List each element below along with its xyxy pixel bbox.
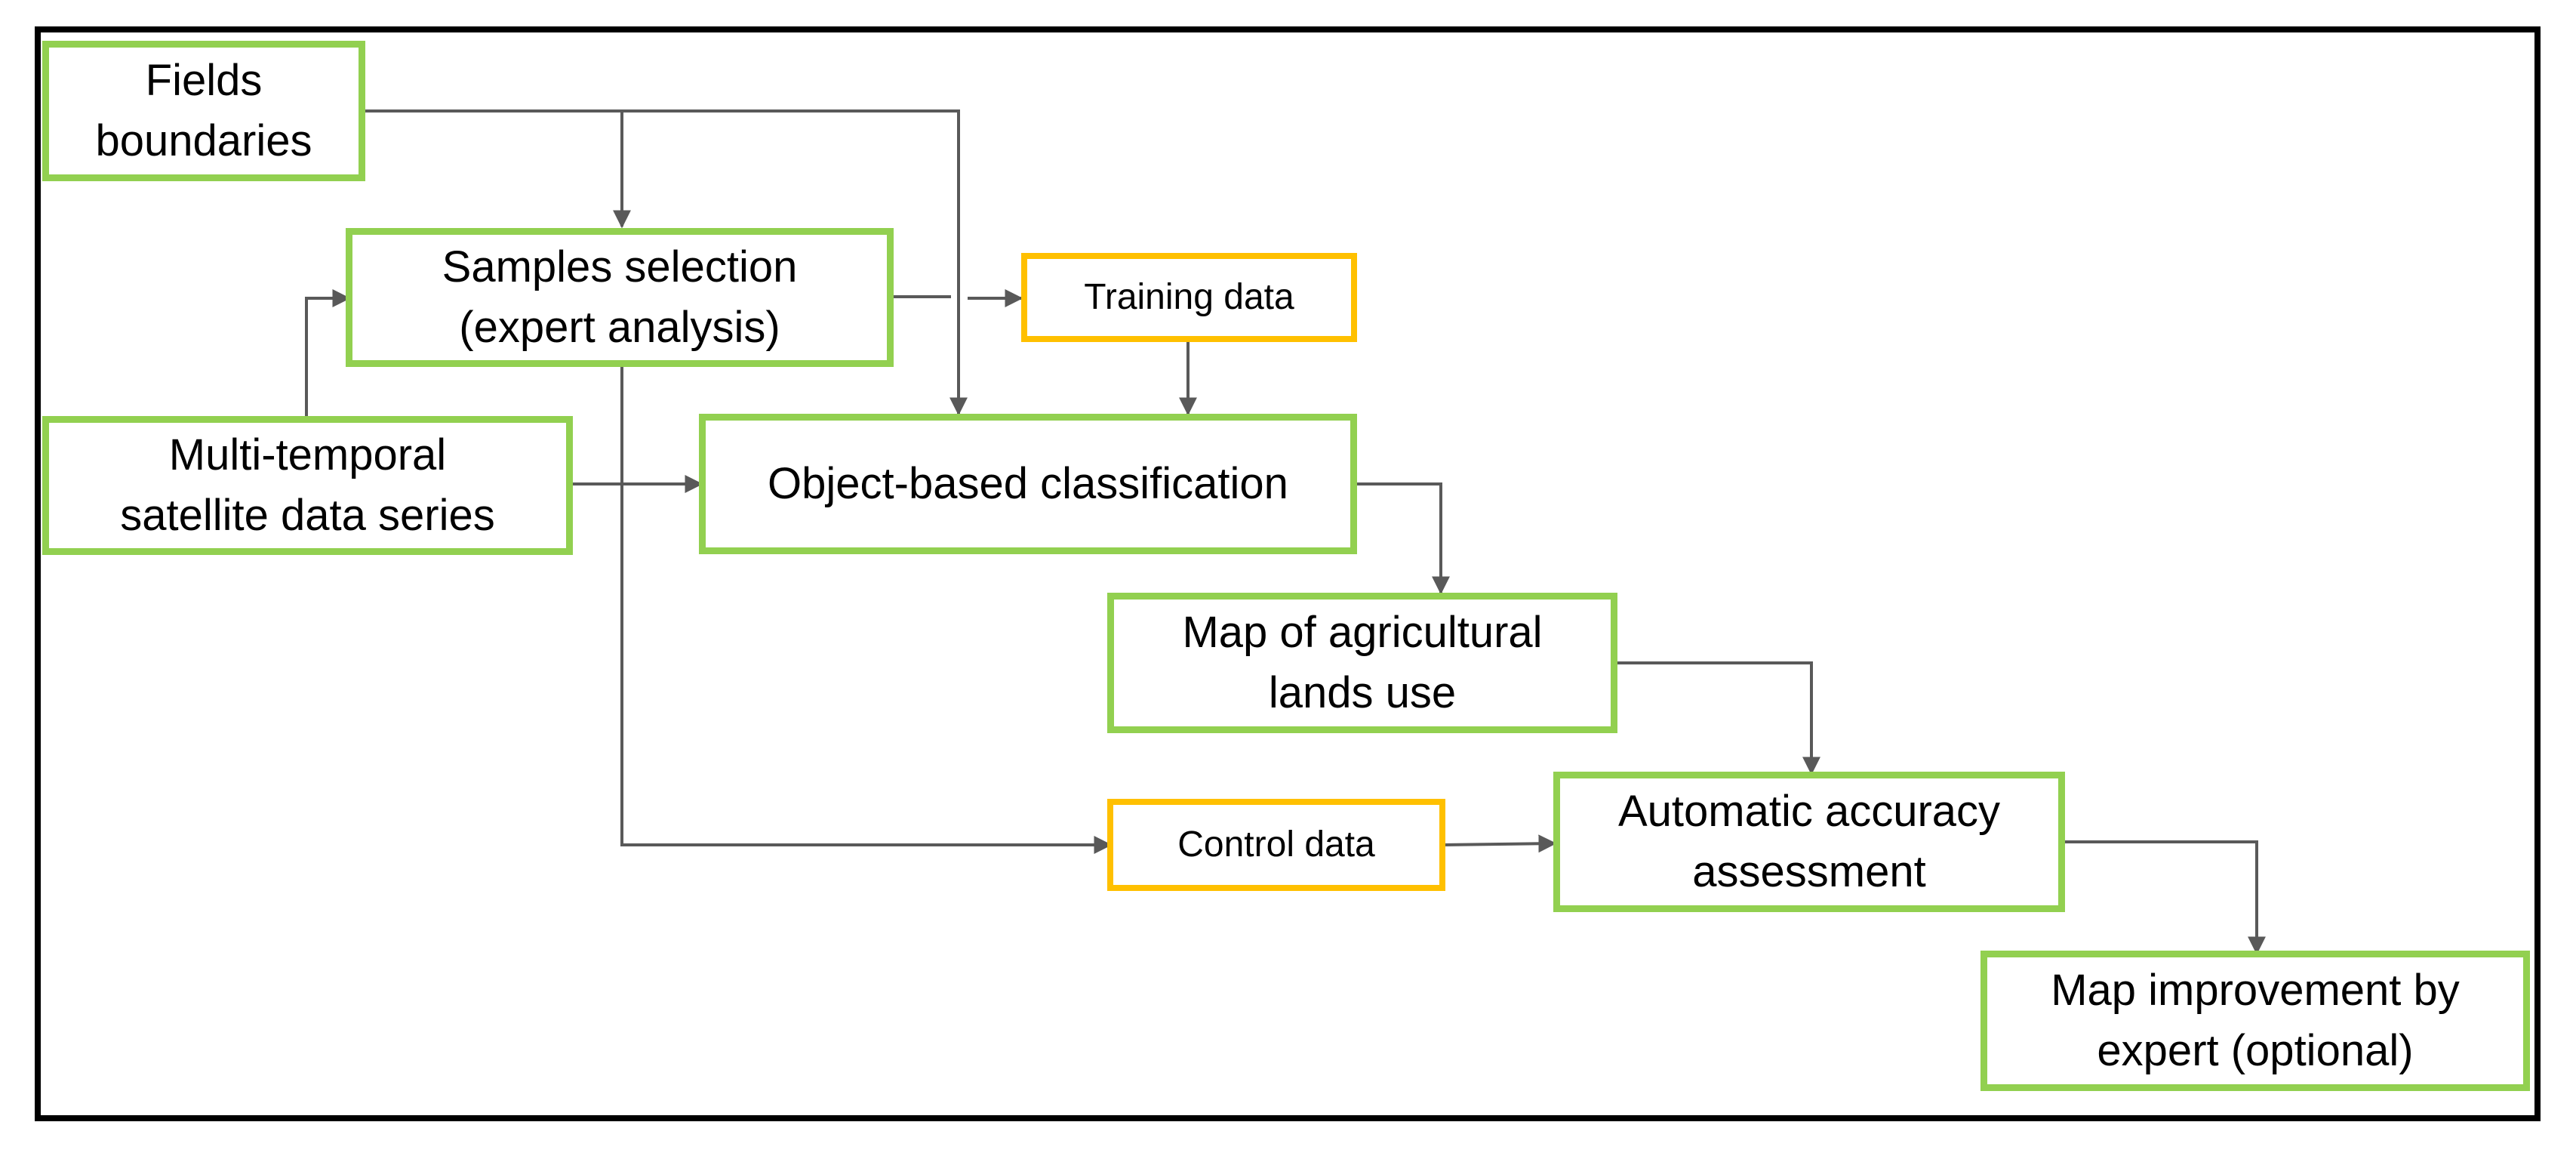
node-training-data-label: Training data [1084,276,1294,317]
node-multi-temporal-satellite-data-label: Multi-temporal satellite data series [120,430,495,540]
node-map-improvement-by-expert-label: Map improvement by expert (optional) [2051,965,2460,1075]
node-fields-boundaries-label: Fields boundaries [95,55,312,165]
node-map-agricultural-lands-use: Map of agricultural lands use [1107,593,1617,733]
node-samples-selection-label: Samples selection (expert analysis) [442,242,798,352]
node-automatic-accuracy-assessment-label: Automatic accuracy assessment [1617,786,2001,896]
node-object-based-classification-label: Object-based classification [768,458,1288,508]
node-map-agricultural-lands-use-label: Map of agricultural lands use [1182,607,1543,717]
node-control-data: Control data [1107,799,1445,891]
node-automatic-accuracy-assessment: Automatic accuracy assessment [1553,772,2065,912]
node-training-data: Training data [1021,253,1357,342]
node-fields-boundaries: Fields boundaries [42,41,365,181]
node-object-based-classification: Object-based classification [699,414,1357,554]
node-control-data-label: Control data [1177,824,1375,865]
node-multi-temporal-satellite-data: Multi-temporal satellite data series [42,416,573,555]
node-map-improvement-by-expert: Map improvement by expert (optional) [1980,951,2530,1091]
node-samples-selection: Samples selection (expert analysis) [346,228,894,367]
